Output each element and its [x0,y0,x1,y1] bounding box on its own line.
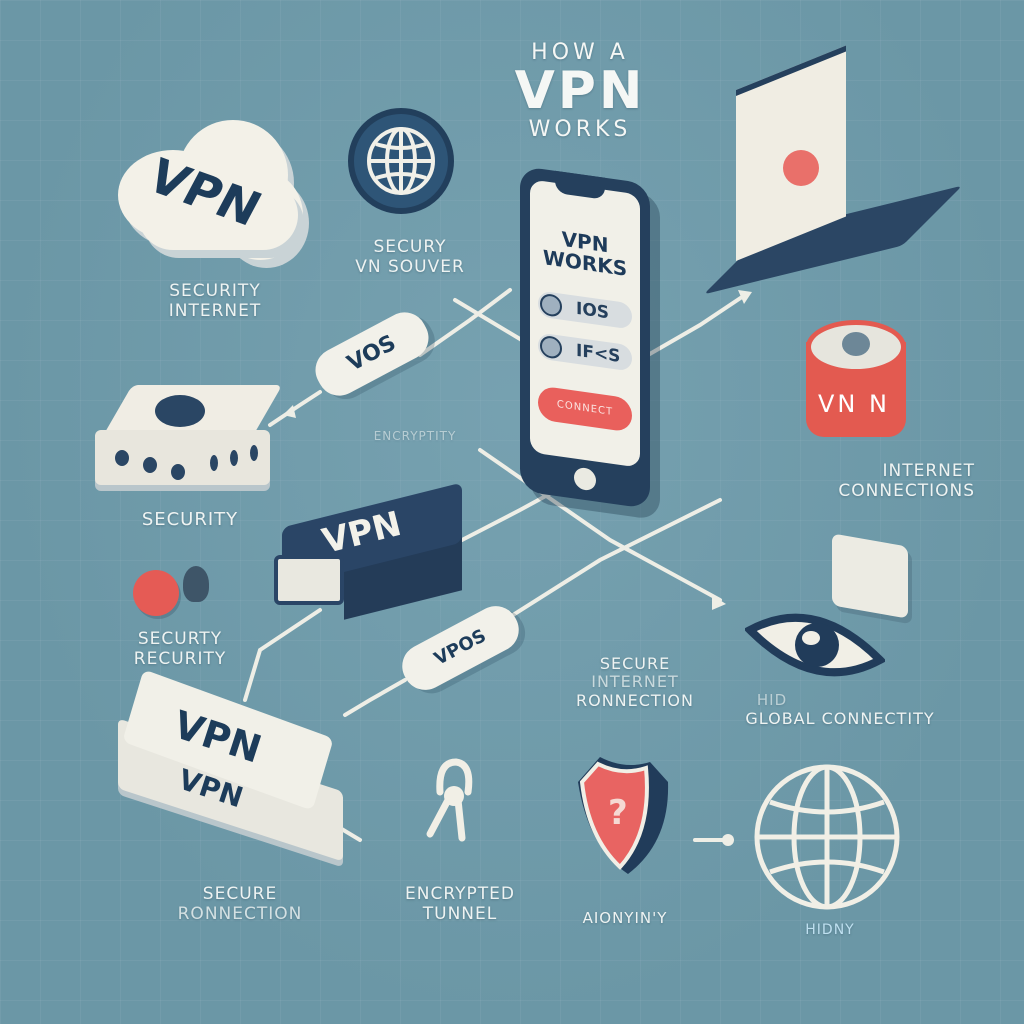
globe-outline-icon [752,762,902,912]
device-ports [274,555,344,605]
label-secure-internet-connection: SECURE INTERNET RONNECTION [576,654,694,710]
vpn-router-white-icon: VPN VPN [118,669,348,862]
label-global-connectivity: GLOBAL CONNECTITY [745,709,935,728]
laptop-alert-icon [783,150,819,186]
vpn-camera-cylinder-icon: VN N [806,320,910,440]
smartphone-icon: VPN WORKS IOS IF<S CONNECT [520,165,650,510]
router-icon [95,385,283,505]
phone-screen-title: VPN WORKS [542,226,628,281]
phone-option-2[interactable]: IF<S [538,332,632,372]
shield-icon: ? [570,752,670,877]
label-secure-connection: SECURE RONNECTION [177,884,303,924]
label-anonymity: AIONYIN'Y [582,909,668,927]
vos-pill-icon: VOS [307,304,437,404]
svg-text:?: ? [608,793,628,833]
title-line-1: HOW A [531,40,629,65]
vpn-device-dark-icon: VPN [272,482,462,620]
laptop-icon [703,45,963,295]
label-faint-encryptity: ENCRYPTITY [373,429,457,443]
eye-icon [745,600,885,690]
label-internet-connections: INTERNET CONNECTIONS [838,461,975,501]
label-security-recurity: SECURTY RECURITY [133,629,227,669]
phone-home-button [574,466,596,492]
phone-screen: VPN WORKS IOS IF<S CONNECT [530,179,640,468]
shield-half-icon [183,566,209,602]
key-lock-icon [418,752,488,842]
diagram-title: HOW A VPN WORKS [500,40,660,143]
router-button-icon [155,395,205,427]
globe-icon [348,108,454,214]
label-hid: HID [756,691,788,709]
red-seal-icon [133,570,179,616]
radio-icon [540,334,562,360]
phone-connect-button[interactable]: CONNECT [538,385,632,433]
label-security-internet: SECURITY INTERNET [168,281,262,321]
title-line-2: VPN [514,61,646,122]
label-encrypted-tunnel: ENCRYPTED TUNNEL [405,884,515,924]
phone-option-ios[interactable]: IOS [538,290,632,330]
title-line-3: WORKS [528,117,632,143]
label-hidny: HIDNY [805,922,855,938]
vpn-cloud-icon: VPN [118,120,308,270]
label-secury-vn-souver: SECURY VN SOUVER [355,237,465,277]
radio-icon [540,292,562,318]
label-security: SECURITY [141,509,239,530]
lens-icon [842,332,870,356]
